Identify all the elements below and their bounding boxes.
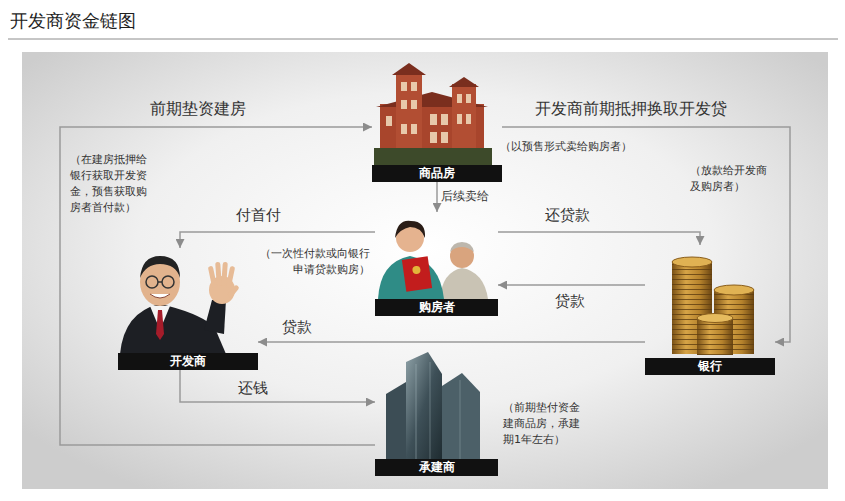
node-label: 银行 xyxy=(645,358,775,375)
picture-node: 银行 xyxy=(645,245,775,375)
diagram-title: 开发商资金链图 xyxy=(10,9,136,33)
picture-node: 商品房 xyxy=(372,62,502,182)
panel xyxy=(22,52,828,489)
picture-node: 购房者 xyxy=(375,212,498,316)
picture-node: 开发商 xyxy=(118,248,258,370)
flow-arrow xyxy=(502,127,790,342)
note-text: （一次性付款或向银行申请贷款购房） xyxy=(256,246,370,278)
flow-arrow xyxy=(436,182,438,212)
note-text: （放款给开发商及购房者） xyxy=(690,163,770,195)
house-picture xyxy=(374,63,492,165)
towers-picture xyxy=(386,352,480,459)
flow-arrow xyxy=(498,284,645,286)
node-label: 开发商 xyxy=(118,353,258,370)
edge-label: 还贷款 xyxy=(545,206,590,225)
developer-picture xyxy=(120,256,240,354)
edge-label: 前期垫资建房 xyxy=(150,99,246,120)
note-text: （以预售形式卖给购房者） xyxy=(500,139,650,155)
note-text: （前期垫付资金建商品房，承建期1年左右） xyxy=(503,400,589,448)
note-text: （在建房抵押给银行获取开发资金，预售获取购房者首付款） xyxy=(70,152,150,216)
node-label: 商品房 xyxy=(372,165,502,182)
edge-label: 贷款 xyxy=(555,292,585,311)
edge-label: 贷款 xyxy=(282,318,312,337)
edge-label: 开发商前期抵押换取开发贷 xyxy=(535,99,727,120)
edge-label: 付首付 xyxy=(236,206,281,225)
flow-arrow xyxy=(180,232,375,248)
edge-label: 还钱 xyxy=(238,379,268,398)
coins-picture xyxy=(672,257,754,355)
flow-arrow xyxy=(180,370,375,402)
title-rule xyxy=(8,39,838,40)
flow-arrow xyxy=(498,232,700,245)
picture-node: 承建商 xyxy=(375,352,498,476)
flow-arrow xyxy=(258,341,645,343)
buyer-picture xyxy=(378,221,488,299)
flow-arrow xyxy=(60,127,375,445)
node-label: 承建商 xyxy=(375,459,498,476)
edge-label: 后续卖给 xyxy=(441,188,489,205)
node-label: 购房者 xyxy=(375,299,498,316)
